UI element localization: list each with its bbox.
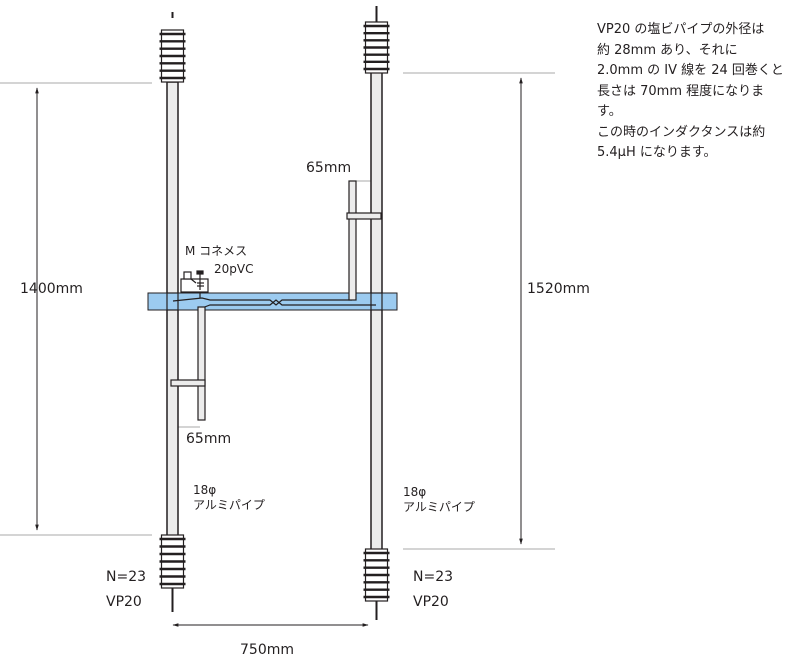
right-pipe-material: アルミパイプ [403,500,475,514]
left-stub [197,306,206,421]
right-stub-label: 65mm [306,160,352,176]
extension-lines [0,72,555,550]
left-stub-label: 65mm [186,431,232,447]
right-stub-shorting-bar [346,212,382,220]
spacing-label: 750mm [240,642,294,658]
left-coil-turns: N=23 [106,569,147,585]
right-height-label: 1520mm [527,281,590,297]
capacitor-name-label: M コネメス [185,244,248,258]
left-bottom-coil [159,534,186,612]
right-element-pipe [370,71,383,551]
left-coil-form: VP20 [106,594,142,610]
right-bottom-coil [363,548,390,620]
left-stub-shorting-bar [170,379,206,387]
right-coil-form: VP20 [413,594,449,610]
phasing-line [172,292,376,309]
left-pipe-material: アルミパイプ [193,498,265,512]
left-pipe-diameter: 18φ [193,483,217,497]
variable-capacitor [180,270,209,293]
right-pipe-diameter: 18φ [403,485,427,499]
left-height-label: 1400mm [20,281,83,297]
right-top-coil [363,6,390,74]
capacitor-value-label: 20pVC [214,262,254,276]
right-coil-turns: N=23 [413,569,454,585]
left-top-coil [159,12,186,83]
right-stub [348,180,357,301]
